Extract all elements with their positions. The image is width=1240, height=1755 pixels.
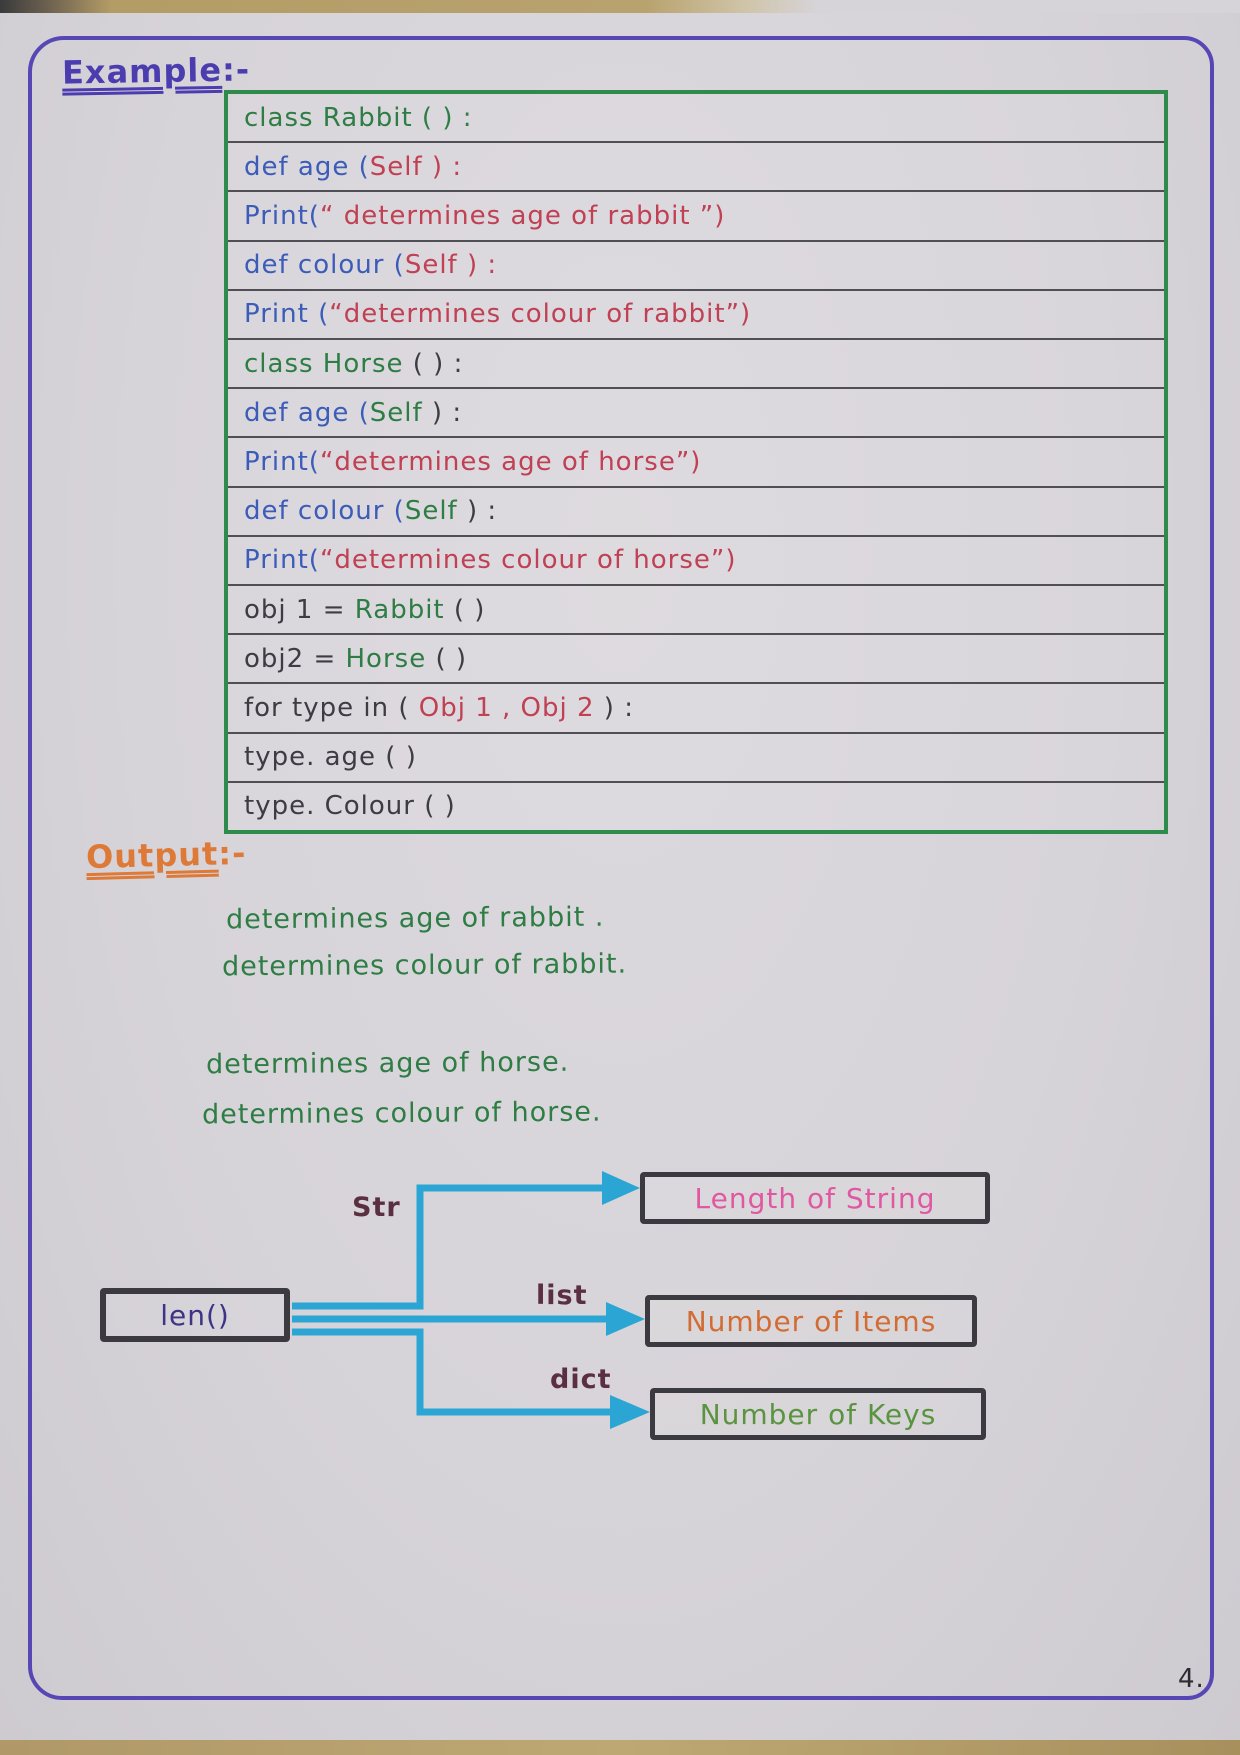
len-function-box: len() [100,1288,290,1342]
code-segment: def colour ( [244,250,405,281]
code-row: type. Colour ( ) [228,783,1164,830]
code-row: Print(“ determines age of rabbit ”) [228,192,1164,242]
output-line: determines colour of horse. [201,1096,602,1131]
code-segment: “determines colour of horse”) [319,545,737,576]
output-heading-suffix: :- [217,833,247,873]
code-segment: ( ) [426,643,468,674]
example-heading: Example:- [62,50,251,91]
code-segment: Self ) : [404,250,498,281]
output-line: determines age of horse. [205,1046,570,1081]
code-segment: def age ( [244,397,370,428]
example-heading-word: Example [61,50,223,92]
code-segment: ( ) : [412,348,464,379]
code-segment: “determines age of horse”) [319,447,702,478]
code-segment: obj 1 = [244,594,355,625]
code-segment: type. age ( ) [244,742,417,773]
page-number: 4. [1178,1664,1205,1694]
page-border-frame [28,36,1214,1700]
output-heading-word: Output [85,834,219,877]
branch-label-dict: dict [550,1364,612,1395]
code-row: def age (Self ) : [228,389,1164,439]
branch-label-str: Str [352,1192,401,1223]
code-segment: Print( [244,447,320,478]
photo-top-edge [0,0,1240,13]
code-row: def age (Self ) : [228,143,1164,193]
result-box-number-of-items: Number of Items [645,1295,977,1347]
code-row: type. age ( ) [228,734,1164,783]
code-segment: def colour ( [244,496,405,527]
branch-label-list: list [536,1280,588,1311]
code-segment: Obj 1 , Obj 2 [418,693,595,724]
code-row: Print(“determines colour of horse”) [228,537,1164,587]
code-segment: ( ) [444,594,486,625]
code-row: class Rabbit ( ) : [228,94,1164,144]
code-segment: ) : [594,693,634,724]
code-segment: class Rabbit ( ) : [244,102,473,133]
code-segment: ) : [457,496,498,527]
code-segment: type. Colour ( ) [244,791,456,822]
code-row: obj2 = Horse ( ) [228,635,1164,685]
output-line: determines age of rabbit . [225,901,605,936]
code-segment: Self [404,496,458,527]
code-segment: Rabbit [354,594,445,625]
code-segment: Print( [244,545,320,576]
code-segment: ) : [422,397,463,428]
code-segment: Horse [345,643,427,674]
code-segment: Self ) : [369,151,463,182]
photo-bottom-edge [0,1740,1240,1755]
code-row: def colour (Self ) : [228,488,1164,537]
code-segment: class Horse [244,348,413,379]
code-row: obj 1 = Rabbit ( ) [228,586,1164,636]
code-row: Print (“determines colour of rabbit”) [228,291,1164,341]
code-segment: def age ( [244,151,370,182]
output-heading: Output:- [86,834,247,876]
code-segment: “determines colour of rabbit”) [329,299,752,330]
code-segment: Self [369,397,423,428]
output-line: determines colour of rabbit. [221,948,628,983]
code-row: for type in ( Obj 1 , Obj 2 ) : [228,684,1164,734]
code-segment: “ determines age of rabbit ”) [319,201,726,231]
code-segment: obj2 = [244,643,346,674]
code-segment: for type in ( [244,693,419,724]
code-row: class Horse ( ) : [228,340,1164,390]
example-heading-suffix: :- [221,50,251,89]
code-segment: Print( [244,201,320,231]
code-table: class Rabbit ( ) :def age (Self ) :Print… [224,90,1168,834]
code-table-rows: class Rabbit ( ) :def age (Self ) :Print… [228,94,1164,830]
result-box-number-of-keys: Number of Keys [650,1388,986,1440]
result-box-length-of-string: Length of String [640,1172,990,1224]
code-row: Print(“determines age of horse”) [228,438,1164,488]
code-segment: Print ( [244,299,330,330]
code-row: def colour (Self ) : [228,242,1164,291]
